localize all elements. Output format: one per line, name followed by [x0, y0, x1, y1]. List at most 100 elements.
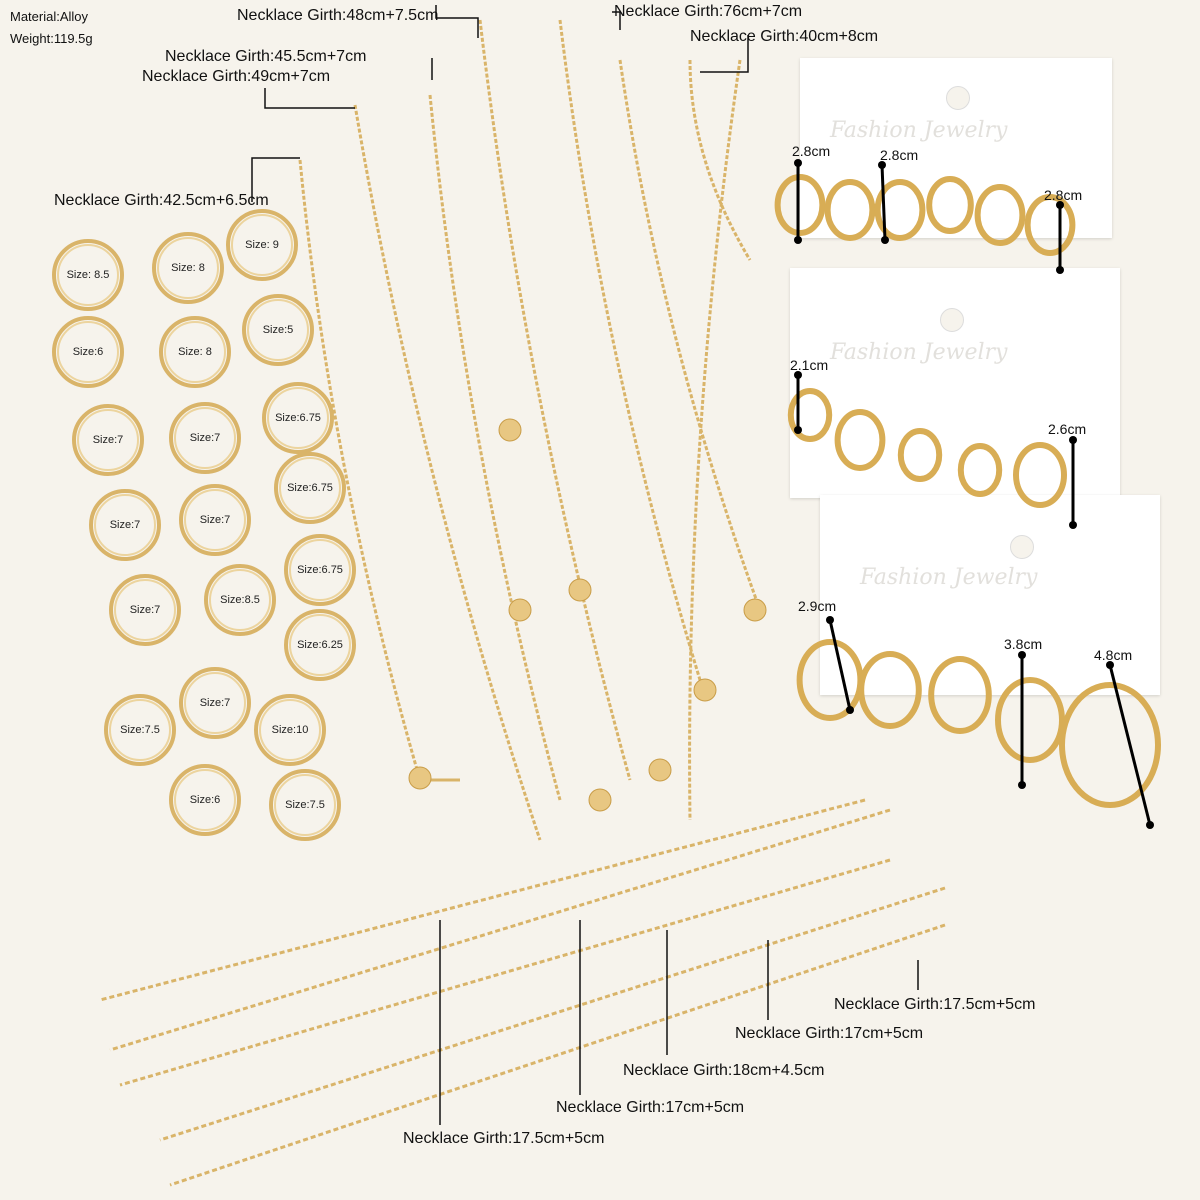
ring [169, 402, 241, 474]
ring [169, 764, 241, 836]
necklace-chain [558, 19, 702, 681]
bracelet-chain [109, 808, 891, 1052]
leader-line [612, 11, 621, 30]
ring [289, 539, 351, 601]
card-brand: Fashion Jewelry [830, 340, 1008, 365]
card-hole [940, 308, 964, 332]
hoop-earring [957, 443, 1003, 497]
arrow-head [794, 426, 802, 434]
necklace-chain [353, 104, 542, 841]
ring [254, 694, 326, 766]
necklace-chain [688, 59, 742, 821]
ring-size-label: Size: 9 [245, 239, 279, 251]
bracelet-label: Necklace Girth:17cm+5cm [556, 1099, 745, 1116]
hoop-earring [926, 176, 974, 234]
pendant [648, 758, 672, 782]
ring-size-label: Size:7 [92, 434, 124, 446]
ring [267, 387, 329, 449]
leader-line [251, 157, 300, 202]
ring-size-label: Size:6 [189, 794, 221, 806]
ring [179, 667, 251, 739]
necklace-chain [298, 159, 422, 781]
ring [89, 489, 161, 561]
ring [279, 457, 341, 519]
bracelet-label: Necklace Girth:17.5cm+5cm [834, 996, 1036, 1013]
hoop-earring [834, 409, 886, 471]
bracelet-label: Necklace Girth:17cm+5cm [735, 1025, 924, 1042]
bracelet-chain [159, 886, 946, 1142]
ring [209, 569, 271, 631]
arrow-head [1069, 521, 1077, 529]
necklace-label: Necklace Girth:49cm+7cm [142, 68, 331, 85]
hoop-earring [787, 388, 833, 442]
card-brand: Fashion Jewelry [860, 565, 1038, 590]
ring-size-label: Size:6.75 [275, 412, 321, 424]
material-label: Material:Alloy [10, 9, 89, 24]
size-arrow [828, 619, 852, 711]
ring-size-label: Size:6.75 [287, 482, 333, 494]
ring [152, 232, 224, 304]
ring [204, 564, 276, 636]
necklace-chain [618, 59, 762, 611]
size-arrow [880, 164, 887, 241]
necklace-chain [478, 19, 632, 781]
ring [274, 452, 346, 524]
ring [94, 494, 156, 556]
arrow-head [878, 161, 886, 169]
pendant [498, 418, 522, 442]
necklace-label: Necklace Girth:76cm+7cm [614, 3, 803, 20]
bracelet-chain [119, 858, 891, 1087]
ring-size-label: Size:7.5 [285, 799, 325, 811]
ring-size-label: Size:7.5 [120, 724, 160, 736]
hoop-earring [974, 184, 1026, 246]
leader-line [264, 88, 355, 109]
arrow-head [1018, 781, 1026, 789]
pendant [568, 578, 592, 602]
necklace-chain [688, 59, 752, 261]
hoop-earring [1024, 194, 1076, 256]
earring-size-label: 2.8cm [792, 143, 831, 159]
ring-size-label: Size:5 [262, 324, 294, 336]
earring-size-label: 3.8cm [1004, 636, 1043, 652]
ring [247, 299, 309, 361]
pendant [693, 678, 717, 702]
ring [289, 614, 351, 676]
arrow-head [1018, 651, 1026, 659]
ring-size-label: Size:7 [109, 519, 141, 531]
ring [57, 244, 119, 306]
ring-size-label: Size:6.25 [297, 639, 343, 651]
arrow-head [846, 706, 854, 714]
pendant [743, 598, 767, 622]
ring [57, 321, 119, 383]
ring [114, 579, 176, 641]
ring-size-label: Size: 8.5 [66, 269, 110, 281]
necklace-label: Necklace Girth:40cm+8cm [690, 28, 879, 45]
ring [174, 407, 236, 469]
arrow-head [794, 236, 802, 244]
ring [184, 489, 246, 551]
ring [109, 699, 171, 761]
ring-size-label: Size:6 [72, 346, 104, 358]
hoop-earring [774, 174, 826, 236]
ring [262, 382, 334, 454]
pendant [508, 598, 532, 622]
card-brand: Fashion Jewelry [830, 118, 1008, 143]
ring [72, 404, 144, 476]
earring-size-label: 2.8cm [1044, 187, 1083, 203]
hoop-earring [874, 179, 926, 241]
ring-size-label: Size:10 [271, 724, 309, 736]
earring-size-label: 2.6cm [1048, 421, 1087, 437]
leader-line [700, 35, 749, 73]
pendant [588, 788, 612, 812]
pendant [408, 766, 432, 790]
earring-size-label: 2.1cm [790, 357, 829, 373]
necklace-label: Necklace Girth:42.5cm+6.5cm [54, 192, 269, 209]
bracelet-label: Necklace Girth:18cm+4.5cm [623, 1062, 825, 1079]
arrow-head [1056, 266, 1064, 274]
necklace-label: Necklace Girth:45.5cm+7cm [165, 48, 367, 65]
ring [259, 699, 321, 761]
ring-size-label: Size:6.75 [297, 564, 343, 576]
ring-size-label: Size:7 [199, 514, 231, 526]
ring-size-label: Size:7 [129, 604, 161, 616]
